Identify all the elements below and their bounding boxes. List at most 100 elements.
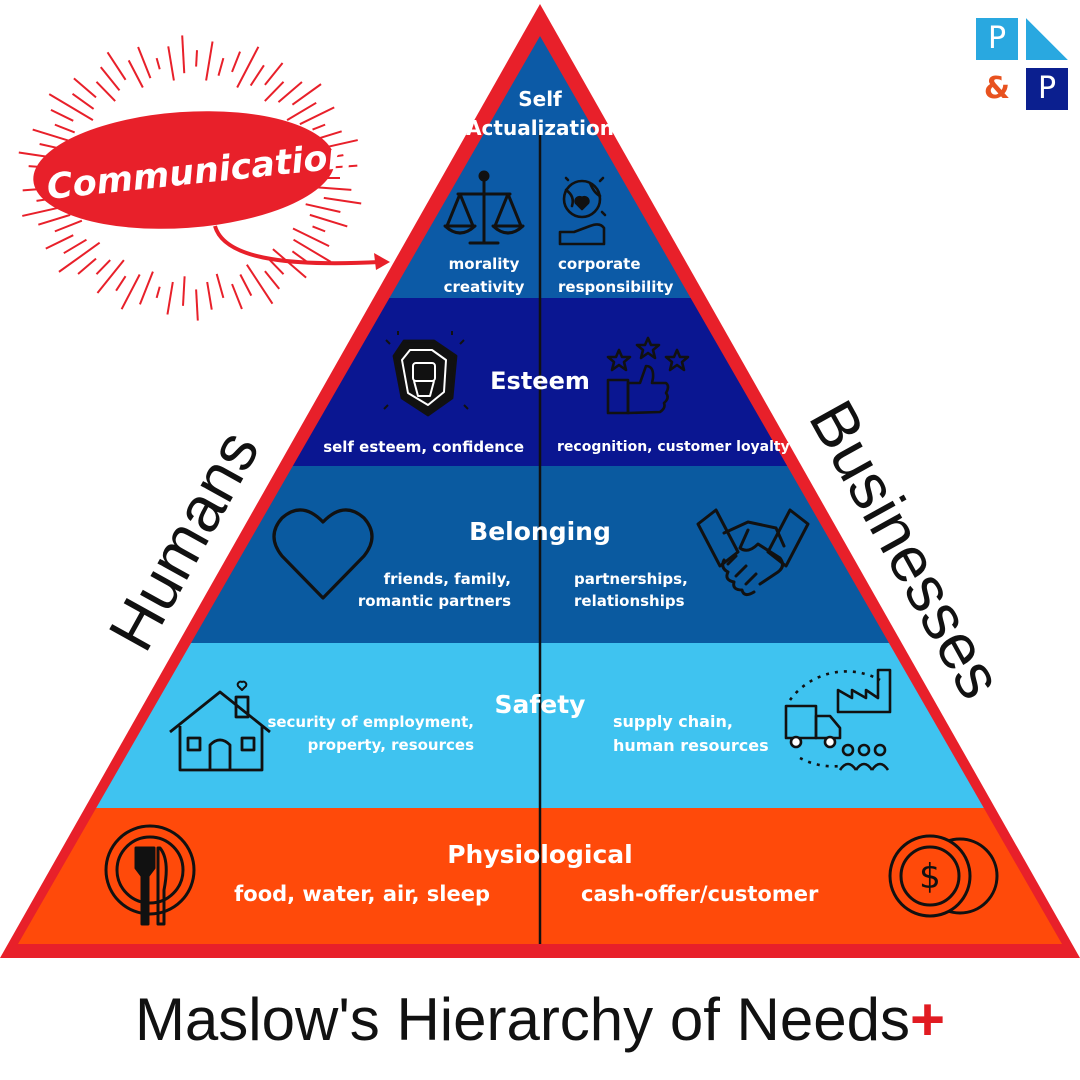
burst-ray [277,81,303,103]
burst-ray [127,59,144,88]
level-belonging-right-2: relationships [574,592,685,610]
burst-ray [305,203,341,214]
burst-ray [205,41,214,81]
level-physiological-right: cash-offer/customer [581,882,819,906]
burst-ray [231,283,243,310]
burst-ray [206,281,213,310]
burst-ray [217,57,225,76]
level-self-right-2: responsibility [558,278,674,296]
burst-ray [272,248,307,279]
p-and-p-logo: P & P [976,18,1068,110]
level-safety-left-1: security of employment, [267,713,474,731]
burst-ray [71,93,95,110]
burst-ray [292,227,330,248]
level-physiological-name: Physiological [447,840,633,869]
burst-ray [48,93,94,122]
burst-ray [231,51,241,73]
level-safety-left-2: property, resources [308,736,474,754]
house-icon [169,680,271,772]
burst-ray [269,259,285,275]
burst-ray [215,273,225,299]
burst-ray [139,271,154,305]
burst-ray [54,123,76,134]
burst-ray [195,289,199,321]
burst-ray [312,225,326,233]
burst-ray [155,286,161,299]
burst-ray [264,62,284,86]
burst-ray [236,46,260,88]
level-belonging-name: Belonging [469,517,611,546]
level-belonging-left-1: friends, family, [384,570,511,588]
burst-ray [50,108,74,122]
burst-ray [96,259,125,294]
callout-burst [18,35,362,321]
burst-ray [249,64,265,87]
burst-ray [323,196,362,205]
level-esteem-left: self esteem, confidence [323,438,524,456]
coins-dollar-icon: $ [888,834,999,918]
level-self-left-2: creativity [444,278,525,296]
burst-ray [195,50,198,67]
burst-ray [120,274,141,310]
burst-ray [137,46,152,79]
page-title: Maslow's Hierarchy of Needs+ [0,982,1080,1058]
supply-chain-icon [784,668,892,771]
burst-ray [45,234,74,250]
burst-ray [181,35,186,74]
level-self-name: Self [518,87,562,111]
scales-icon [443,170,525,245]
burst-ray [77,257,97,275]
burst-ray [115,275,127,292]
burst-ray [73,77,97,99]
fist-shield-icon [383,331,469,417]
heart-icon [272,508,374,600]
burst-ray [99,66,121,92]
burst-ray [239,274,253,297]
burst-ray [293,238,332,263]
burst-ray [291,83,322,106]
level-safety-right-2: human resources [613,736,769,755]
level-self-left-1: morality [449,255,520,273]
burst-ray [95,81,116,102]
burst-ray [22,206,60,217]
burst-ray [106,51,127,81]
level-esteem-name: Esteem [490,367,590,395]
logo-p-top: P [976,18,1018,60]
level-esteem-right: recognition, customer loyalty [557,439,790,455]
level-belonging-left-2: romantic partners [358,592,511,610]
level-self-right-1: corporate [558,255,641,273]
burst-ray [286,101,317,122]
level-safety-name: Safety [495,690,586,719]
burst-ray [167,46,175,81]
globe-heart-hand-icon [558,176,607,246]
burst-ray [38,213,71,226]
level-self-name-2: Actualization [466,116,614,140]
callout-arrow [213,225,381,266]
burst-ray [264,270,281,290]
level-physiological-left: food, water, air, sleep [234,882,490,906]
burst-ray [58,241,101,273]
title-plus: + [910,986,946,1053]
burst-ray [291,250,309,263]
burst-ray [246,264,274,305]
plate-cutlery-icon [104,824,196,926]
burst-ray [155,57,161,70]
logo-p-bottom: P [1026,68,1068,110]
burst-ray [95,259,111,275]
burst-ray [54,219,83,233]
burst-ray [317,186,352,191]
logo-triangle [1026,18,1068,60]
level-belonging-right-1: partnerships, [574,570,688,588]
logo-ampersand: & [983,71,1011,106]
svg-text:$: $ [919,857,941,897]
burst-ray [264,81,285,102]
thumbs-up-stars-icon [606,336,690,415]
communication-callout: Communication [33,111,390,270]
title-main: Maslow's Hierarchy of Needs [134,986,910,1053]
burst-ray [309,213,348,228]
burst-ray [182,276,186,306]
handshake-icon [696,508,810,597]
level-safety-right-1: supply chain, [613,712,733,731]
burst-ray [166,281,174,315]
